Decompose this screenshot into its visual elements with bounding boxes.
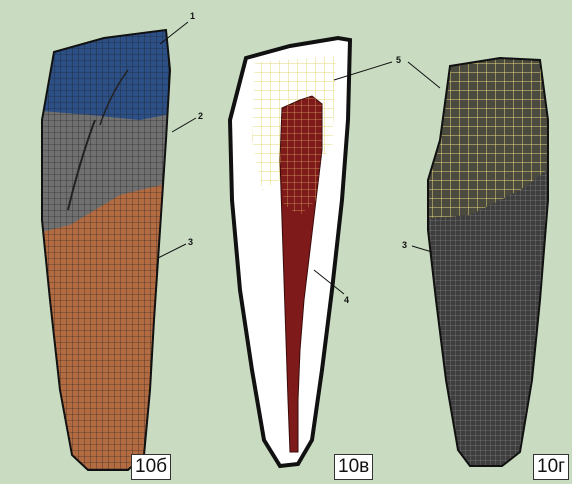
callout-5: 5 — [396, 55, 401, 65]
panel-label-10v: 10в — [334, 454, 373, 480]
tooth-3d-dark-model — [420, 50, 560, 480]
callout-3-right: 3 — [402, 240, 407, 250]
panel-label-10g: 10г — [533, 454, 569, 480]
callout-4: 4 — [344, 295, 349, 305]
tooth-3d-mesh-model — [30, 20, 190, 484]
tooth-section-model — [230, 38, 350, 466]
panel-label-10b: 10б — [131, 454, 171, 480]
callout-3: 3 — [188, 237, 193, 247]
callout-2: 2 — [198, 111, 203, 121]
callout-1: 1 — [190, 11, 195, 21]
